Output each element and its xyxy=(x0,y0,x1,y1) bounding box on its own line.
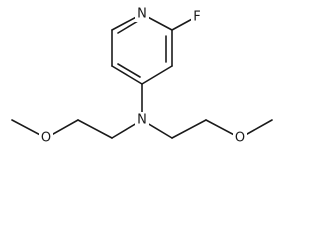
bond-c4-c5 xyxy=(111,65,143,85)
fluorine-label: F xyxy=(193,10,200,25)
bond-left-ch2-ch2 xyxy=(77,119,113,139)
bond-c6-n1-inner xyxy=(117,20,139,34)
atom-labels: N F N O O xyxy=(39,6,247,146)
ring-nitrogen-label: N xyxy=(137,7,147,22)
bond-c2-f xyxy=(171,17,195,31)
pyridine-ring xyxy=(111,13,173,85)
left-oxygen-mask xyxy=(39,130,53,146)
fluorine-mask xyxy=(191,10,203,26)
right-oxygen-mask xyxy=(233,130,247,146)
right-oxygen-label: O xyxy=(235,131,245,146)
bond-right-ch2-ch2 xyxy=(171,119,207,139)
bond-c3-c4 xyxy=(141,65,173,85)
amine-nitrogen-mask xyxy=(135,112,149,128)
amine-nitrogen-label: N xyxy=(137,113,147,128)
bond-c4-c5-inner xyxy=(117,63,141,78)
ring-nitrogen-mask xyxy=(135,6,149,22)
chemical-structure: N F N O O xyxy=(11,6,273,146)
left-oxygen-label: O xyxy=(41,131,51,146)
